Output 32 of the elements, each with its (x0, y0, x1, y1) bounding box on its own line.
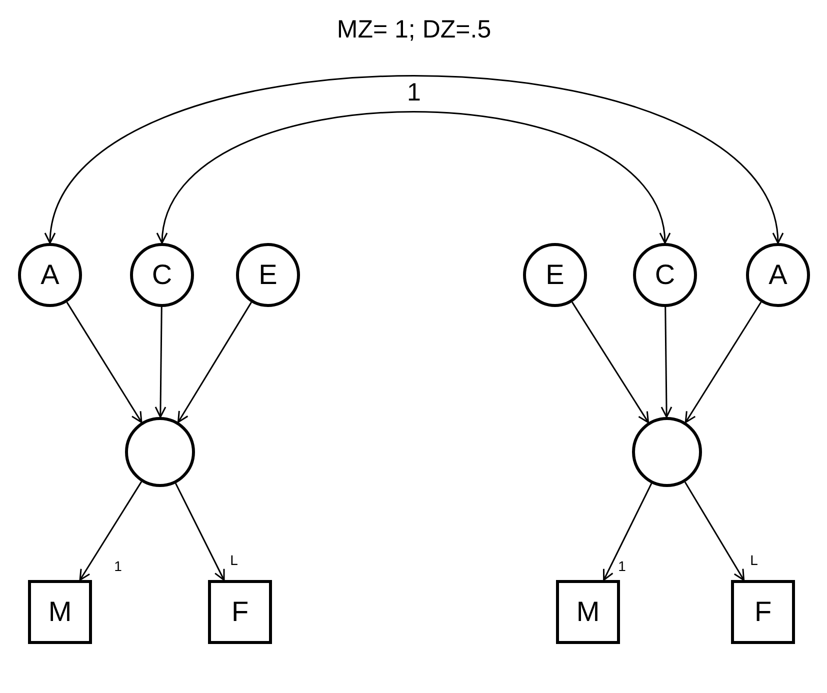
arrow (684, 482, 745, 581)
edge-label: 1 (618, 559, 626, 573)
node-label: F (754, 598, 772, 626)
observed-box (28, 580, 92, 644)
node-label: A (768, 261, 788, 289)
node-label: E (258, 261, 278, 289)
edge-label: 1 (407, 80, 421, 106)
node-label: C (654, 261, 676, 289)
arrow (603, 483, 652, 581)
arrow (174, 482, 225, 581)
arrow (47, 75, 781, 244)
arrow (177, 302, 252, 423)
arrow (571, 302, 650, 424)
arrow (660, 306, 672, 418)
edge-label: L (230, 553, 238, 567)
edge-label: MZ= 1; DZ=.5 (336, 18, 492, 42)
observed-box (208, 580, 272, 644)
arrow (66, 302, 142, 424)
node-label: M (48, 598, 72, 626)
arrow (684, 302, 762, 424)
node-label: C (152, 261, 172, 289)
arrow (79, 481, 142, 581)
edge-label: L (750, 553, 758, 567)
node-label: M (576, 598, 600, 626)
node-label: E (546, 261, 564, 289)
node-label: F (231, 598, 249, 626)
arrow (154, 306, 166, 418)
observed-box (731, 580, 795, 644)
observed-box (556, 580, 620, 644)
node-label: A (40, 261, 60, 289)
edge-label: 1 (114, 559, 122, 573)
arrow (158, 111, 668, 244)
